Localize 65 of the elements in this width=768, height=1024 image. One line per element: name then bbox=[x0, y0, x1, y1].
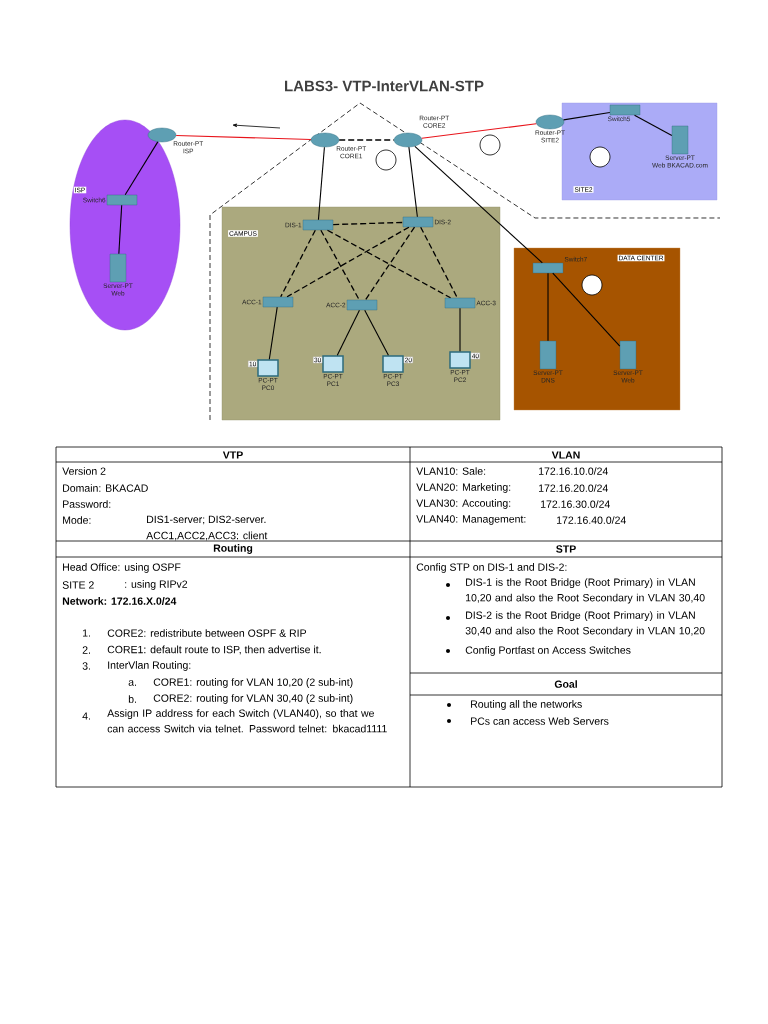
network-link bbox=[547, 272, 549, 342]
column-header: STP bbox=[556, 545, 576, 553]
cell-text: VLAN40: Management: bbox=[416, 515, 526, 525]
cell-text: : using RIPv2 bbox=[125, 580, 188, 590]
cell-text: SITE 2 bbox=[62, 581, 94, 589]
cell-text: Config Portfast on Access Switches bbox=[465, 646, 631, 656]
cell-text: Network: 172.16.X.0/24 bbox=[62, 597, 177, 605]
cell-text: Head Office: using OSPF bbox=[63, 563, 181, 573]
column-header: VLAN bbox=[551, 451, 580, 459]
column-header: Routing bbox=[213, 544, 253, 554]
cell-text: 172.16.10.0/24 bbox=[539, 467, 608, 475]
cell-text: Mode: bbox=[63, 516, 91, 524]
network-link bbox=[563, 111, 611, 121]
cell-text: ACC1,ACC2,ACC3: client bbox=[146, 531, 268, 541]
network-link bbox=[421, 123, 537, 139]
cell-text: CORE1: routing for VLAN 10,20 (2 sub-int) bbox=[153, 678, 353, 688]
cell-text: CORE1: default route to ISP, then advertise it. bbox=[107, 645, 321, 655]
network-link bbox=[332, 221, 404, 226]
cell-text: 172.16.30.0/24 bbox=[541, 500, 610, 508]
cell-text: CORE2: redistribute between OSPF & RIP bbox=[107, 629, 306, 637]
network-link bbox=[364, 226, 416, 301]
network-link bbox=[420, 226, 458, 299]
cell-text: PCs can access Web Servers bbox=[471, 717, 609, 725]
network-link bbox=[552, 272, 621, 347]
cell-text: DIS1-server; DIS2-server. bbox=[147, 515, 266, 525]
network-link bbox=[459, 307, 461, 352]
network-link bbox=[175, 134, 312, 141]
cell-text: Password: bbox=[63, 500, 111, 508]
network-link bbox=[414, 145, 543, 264]
list-number: 3. bbox=[82, 662, 90, 670]
list-number: 4. bbox=[82, 712, 90, 720]
cell-text: Version 2 bbox=[62, 467, 106, 475]
cell-text: Domain: BKACAD bbox=[63, 484, 148, 492]
cell-text: 172.16.40.0/24 bbox=[557, 516, 626, 524]
network-link bbox=[338, 139, 395, 141]
cell-text: VLAN10: Sale: bbox=[416, 467, 486, 475]
column-header: Goal bbox=[554, 680, 577, 688]
cell-text: Config STP on DIS-1 and DIS-2: bbox=[416, 563, 567, 573]
cell-text: InterVlan Routing: bbox=[108, 661, 191, 671]
network-link bbox=[124, 141, 159, 196]
network-link bbox=[280, 229, 316, 298]
cell-text: VLAN30: Accouting: bbox=[416, 499, 511, 509]
network-link bbox=[634, 114, 673, 137]
network-link bbox=[320, 229, 360, 301]
network-link bbox=[326, 229, 452, 299]
cell-text: CORE2: routing for VLAN 30,40 (2 sub-int) bbox=[153, 694, 353, 704]
cell-text: DIS-2 is the Root Bridge (Root Primary) in VLAN 30,40 and also the Root Secondary in VLAN 10,20 bbox=[465, 611, 705, 637]
column-header: VTP bbox=[222, 451, 243, 459]
cell-text: Routing all the networks bbox=[471, 700, 582, 710]
cell-text: Assign IP address for each Switch (VLAN40), so that we can access Switch via telnet. Password telnet: bkacad1111 bbox=[107, 709, 387, 733]
network-link bbox=[118, 204, 123, 255]
cell-text: VLAN20: Marketing: bbox=[416, 483, 511, 493]
list-number: 2. bbox=[82, 646, 90, 654]
cell-text: DIS-1 is the Root Bridge (Root Primary) in VLAN 10,20 and also the Root Secondary in VLAN 30,40 bbox=[466, 578, 705, 604]
title: LABS3- VTP-InterVLAN-STP bbox=[285, 80, 484, 92]
list-number: a. bbox=[128, 680, 136, 686]
network-link bbox=[336, 309, 360, 356]
network-link bbox=[317, 146, 325, 221]
network-link bbox=[364, 309, 389, 356]
list-number: b. bbox=[128, 695, 136, 703]
cell-text: 172.16.20.0/24 bbox=[539, 484, 608, 492]
network-link bbox=[408, 146, 418, 218]
network-link bbox=[268, 306, 278, 360]
network-link bbox=[286, 226, 410, 298]
list-number: 1. bbox=[83, 629, 90, 637]
